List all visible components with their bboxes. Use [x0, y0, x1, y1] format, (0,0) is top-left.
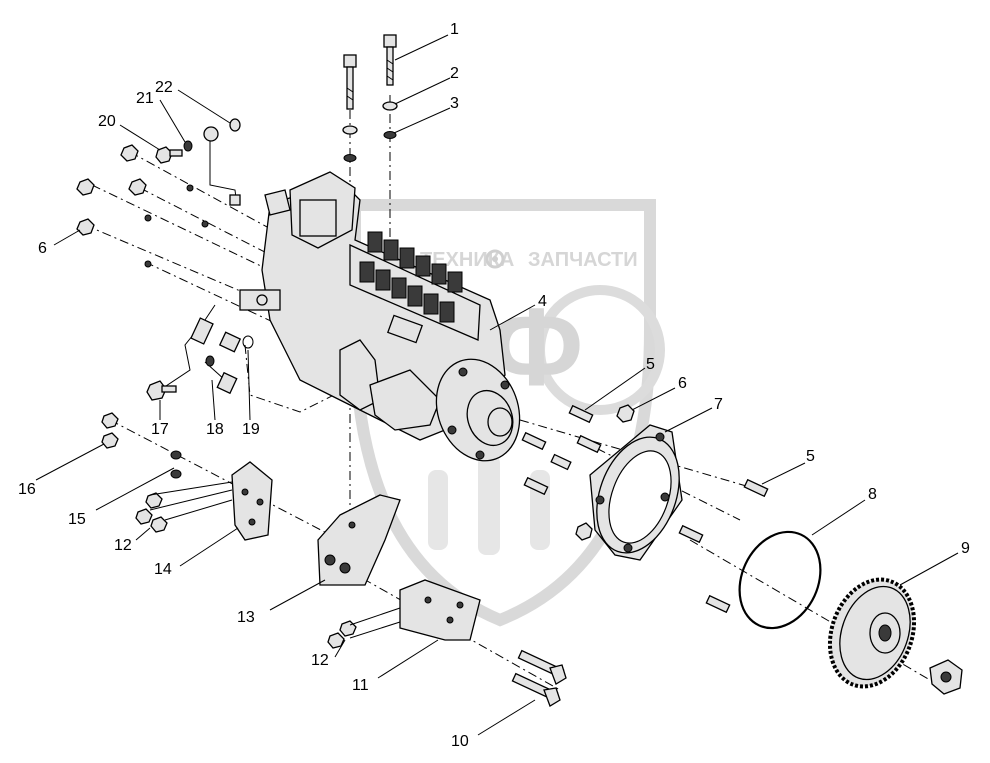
- washers-15: [170, 450, 182, 479]
- callout-3: 3: [450, 95, 459, 112]
- callout-4: 4: [538, 293, 547, 310]
- callout-19: 19: [242, 421, 260, 438]
- callout-6-right: 6: [678, 375, 687, 392]
- washer-left-b: [343, 154, 357, 162]
- banjo-bolt-17: [146, 380, 177, 401]
- callout-5-lower: 5: [806, 448, 815, 465]
- washer-3: [383, 131, 397, 139]
- fuel-line-18: [159, 304, 242, 395]
- banjo-bolt-20: [155, 146, 183, 164]
- callout-13: 13: [237, 609, 255, 626]
- callout-5-upper: 5: [646, 356, 655, 373]
- callout-10: 10: [451, 733, 469, 750]
- return-line-21: [203, 126, 241, 206]
- callout-11: 11: [352, 677, 369, 694]
- washer-22: [229, 118, 241, 132]
- gear-icon: [485, 249, 505, 269]
- bolt-left: [343, 54, 357, 110]
- nuts-16: [101, 412, 119, 449]
- watermark-wheat: [428, 455, 550, 555]
- callout-7: 7: [714, 396, 723, 413]
- washer-19: [242, 335, 254, 349]
- bracket-13: [317, 494, 401, 586]
- callout-14: 14: [154, 561, 172, 578]
- callout-12-upper: 12: [114, 537, 132, 554]
- callout-6-left: 6: [38, 240, 47, 257]
- gear-nut: [929, 659, 963, 695]
- callout-15: 15: [68, 511, 86, 528]
- washer-left-a: [342, 125, 358, 135]
- callout-9: 9: [961, 540, 970, 557]
- callout-1: 1: [450, 21, 459, 38]
- callout-17: 17: [151, 421, 169, 438]
- bolts-10: [511, 649, 567, 707]
- studs-5: [521, 404, 769, 614]
- pump-gear-9: [827, 577, 917, 689]
- callout-2: 2: [450, 65, 459, 82]
- leader-lines: [35, 34, 959, 736]
- nuts-6: [76, 144, 635, 541]
- pump-drive-flange: [435, 358, 521, 462]
- callouts: 1 2 3 4 5 6 7 5 8 9 10 11 12 13 14 12 15…: [18, 21, 970, 750]
- callout-22: 22: [155, 79, 173, 96]
- callout-12-lower: 12: [311, 652, 329, 669]
- callout-16: 16: [18, 481, 36, 498]
- delivery-valves: [359, 231, 463, 323]
- callout-21: 21: [136, 90, 154, 107]
- callout-20: 20: [98, 113, 116, 130]
- callout-8: 8: [868, 486, 877, 503]
- watermark-circle-right: [535, 285, 665, 415]
- drive-housing-7: [589, 424, 683, 561]
- o-ring-8: [738, 530, 822, 630]
- washer-2: [382, 101, 398, 111]
- callout-18: 18: [206, 421, 224, 438]
- bracket-14: [231, 461, 273, 541]
- watermark-brand-right: ЗАПЧАСТИ: [528, 249, 638, 271]
- bracket-11: [399, 579, 481, 641]
- bolt-1: [383, 34, 397, 86]
